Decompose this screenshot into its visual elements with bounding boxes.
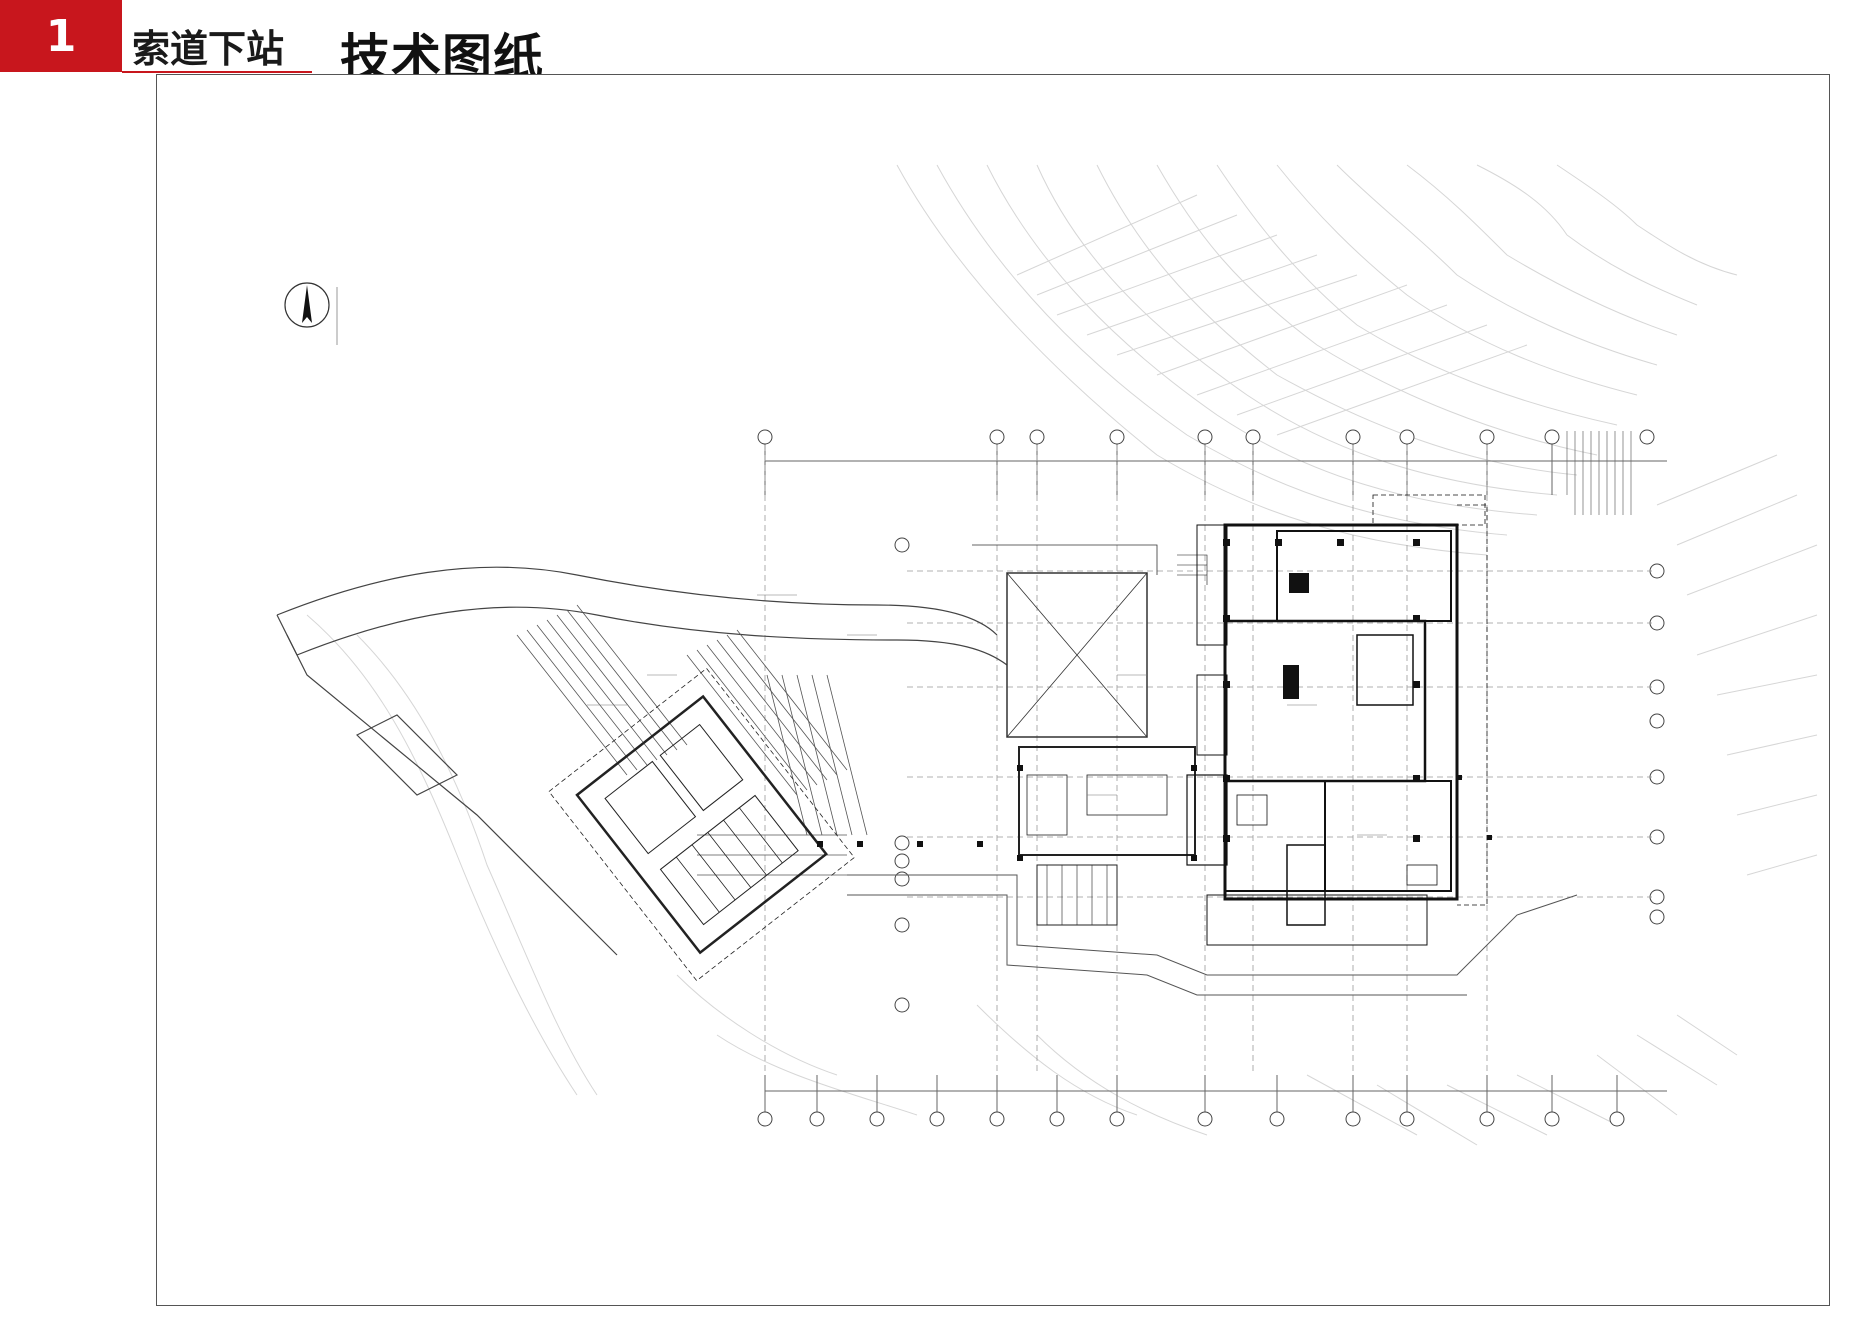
rotated-wing: [548, 667, 855, 982]
section-title: 索道下站: [132, 27, 285, 71]
site-boundary: [847, 874, 1578, 996]
axis-bubbles-left: [894, 537, 910, 1013]
structural-columns: [817, 539, 1492, 861]
central-roof: [972, 544, 1158, 738]
section-number: 1: [45, 10, 77, 62]
floor-plan-drawing: [276, 164, 1818, 1146]
annotation-marks: [587, 594, 1387, 836]
lower-hall: [1018, 746, 1196, 926]
terrain-contours: [306, 164, 1818, 1146]
drawing-notes: [1566, 431, 1632, 515]
stair-fans: [516, 604, 868, 876]
axis-bubbles-top: [757, 429, 1655, 445]
drawing-sheet: [156, 74, 1830, 1306]
axis-bubbles-bottom: [757, 1111, 1625, 1127]
grid-lines: [764, 445, 1652, 1075]
axis-bubbles-right: [1649, 563, 1665, 925]
section-underline: [122, 71, 312, 73]
bottom-dimension-line: [764, 1075, 1667, 1115]
north-arrow-icon: [284, 282, 338, 345]
section-number-badge: 1: [0, 0, 122, 72]
approach-walkway: [276, 566, 1008, 956]
main-building: [1177, 494, 1488, 946]
